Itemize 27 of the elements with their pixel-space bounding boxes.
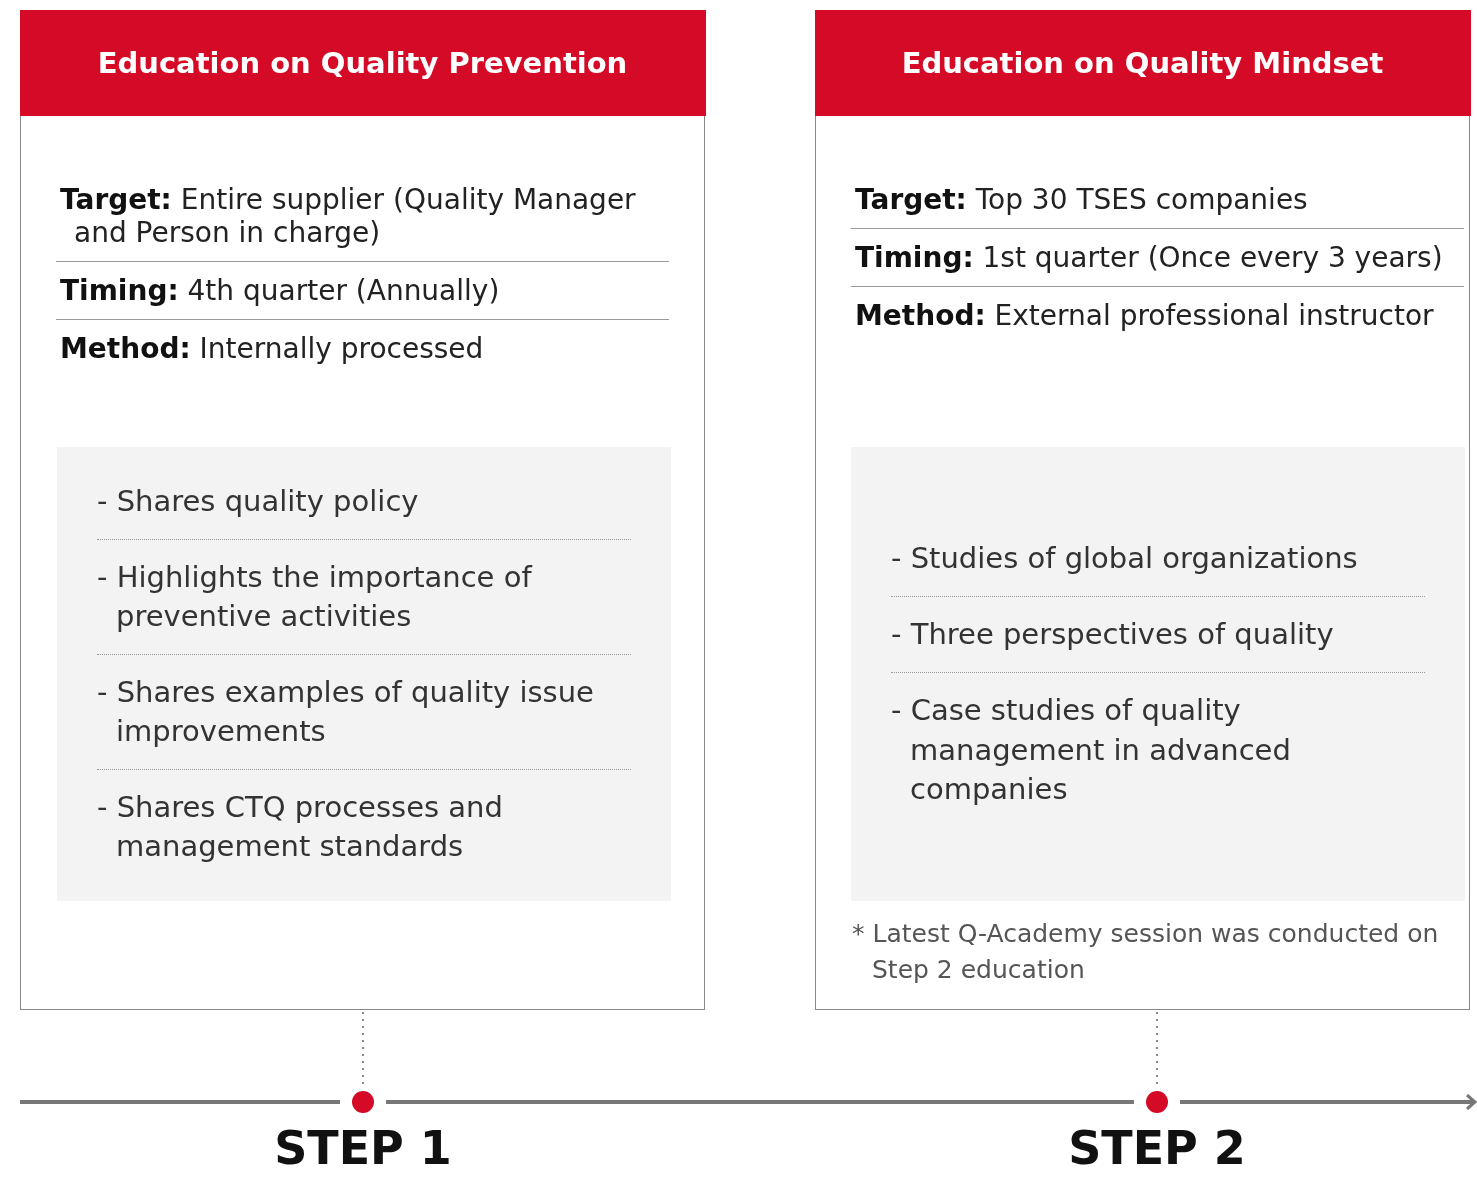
step-card xyxy=(20,10,705,1010)
bullet-panel xyxy=(57,447,671,901)
bullet-item: - Studies of global organizations xyxy=(891,521,1425,598)
bullet-item: - Case studies of quality management in advanced companies xyxy=(891,692,1292,808)
info-row-text: Method: Internally processed xyxy=(59,331,485,367)
info-row-text: Method: External professional instructor xyxy=(854,298,1435,334)
bullet-item: - Highlights the importance of preventive activities xyxy=(97,539,631,655)
timeline-line xyxy=(20,1100,340,1104)
footnote: * Latest Q-Academy session was conducted on Step 2 education xyxy=(852,918,1440,987)
timeline-line xyxy=(386,1100,1134,1104)
bullet-panel xyxy=(851,447,1465,901)
step-label: STEP 1 xyxy=(273,1121,453,1175)
card-heading: Education on Quality Mindset xyxy=(814,9,1471,116)
step-card xyxy=(815,10,1470,1010)
info-row: Timing: 4th quarter (Annually) xyxy=(56,262,669,320)
bullet-item: - Shares examples of quality issue improvements xyxy=(97,654,631,771)
timeline-dot xyxy=(352,1091,374,1113)
timeline-dot xyxy=(1146,1091,1168,1113)
info-row: Target: Entire supplier (Quality Manager and Person in charge) xyxy=(56,171,669,262)
bullet-item: - Shares quality policy xyxy=(97,463,631,540)
step-label: STEP 2 xyxy=(1067,1121,1247,1175)
timeline-line xyxy=(1180,1093,1477,1111)
bullet-item: - Shares CTQ processes and management standards xyxy=(97,789,504,866)
info-row: Timing: 1st quarter (Once every 3 years) xyxy=(851,229,1464,287)
card-heading: Education on Quality Prevention xyxy=(19,9,706,116)
bullet-item: - Three perspectives of quality xyxy=(891,597,1425,674)
info-row: Target: Top 30 TSES companies xyxy=(851,171,1464,229)
